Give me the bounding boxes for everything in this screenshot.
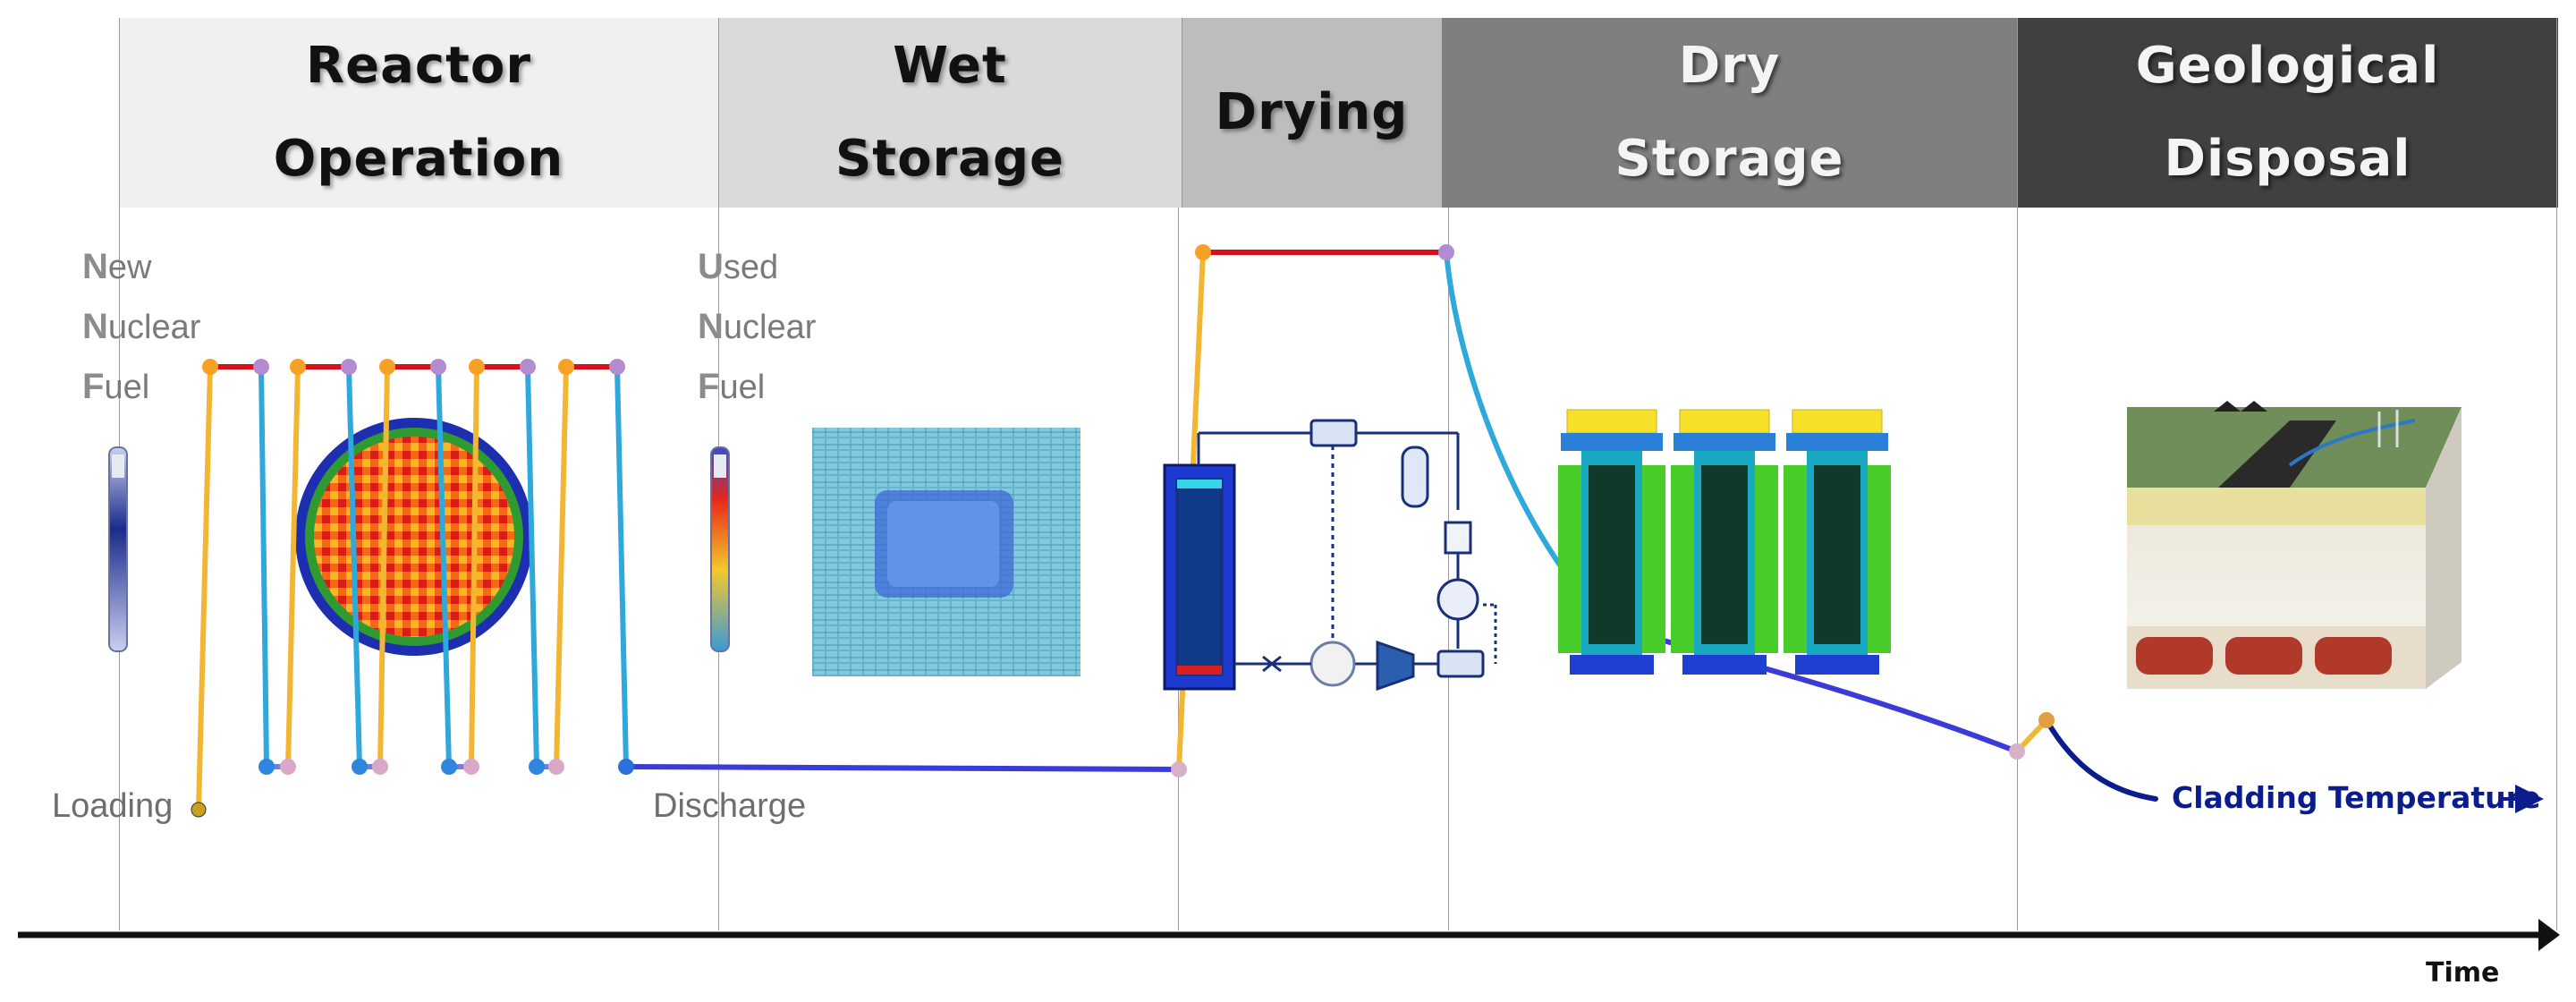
stage-header-drying: Drying: [1182, 18, 1442, 208]
stage-header-geological-disposal: Geological Disposal: [2017, 18, 2558, 208]
stage-title-line2: Storage: [835, 130, 1065, 188]
label-initial: N: [82, 307, 108, 346]
cladding-temperature-label: Cladding Temperature: [2172, 780, 2541, 815]
label-initial: N: [82, 247, 108, 286]
divider: [1448, 208, 1449, 930]
label-rest: ew: [107, 249, 152, 286]
label-rest: sed: [723, 249, 779, 286]
dry-cask-icon: [1784, 409, 1891, 675]
stage-title-line1: Geological: [2135, 37, 2440, 95]
label-rest: uel: [719, 369, 766, 406]
discharge-label: Discharge: [653, 787, 807, 825]
reactor-core-icon: [295, 418, 533, 656]
stage-title-line2: Disposal: [2164, 130, 2411, 188]
cycle-markers: [191, 244, 2055, 818]
divider: [2017, 18, 2018, 930]
stage-title-line2: Operation: [273, 130, 564, 188]
stage-title-line1: Drying: [1215, 83, 1409, 141]
label-initial: F: [82, 367, 105, 406]
label-initial: F: [698, 367, 720, 406]
new-nuclear-fuel-label: New Nuclear Fuel: [82, 237, 200, 417]
label-rest: uel: [104, 369, 150, 406]
label-initial: U: [698, 247, 724, 286]
used-nuclear-fuel-label: Used Nuclear Fuel: [698, 237, 816, 417]
time-axis-arrowhead: [2538, 919, 2560, 951]
time-axis-label: Time: [2426, 957, 2500, 989]
label-rest: uclear: [723, 309, 817, 346]
stage-title-line1: Wet: [893, 37, 1007, 95]
stage-title-line1: Reactor: [306, 37, 531, 95]
label-initial: N: [698, 307, 724, 346]
loading-label: Loading: [52, 787, 174, 825]
stage-header-dry-storage: Dry Storage: [1442, 18, 2017, 208]
stage-header-wet-storage: Wet Storage: [718, 18, 1182, 208]
fuel-rod-icon: [108, 446, 128, 652]
label-rest: uclear: [107, 309, 201, 346]
stage-header-reactor-operation: Reactor Operation: [119, 18, 718, 208]
spent-fuel-pool-icon: [812, 428, 1080, 676]
stage-title-line2: Storage: [1614, 130, 1844, 188]
stage-title-line1: Dry: [1678, 37, 1781, 95]
repository-icon: [2127, 401, 2462, 689]
fuel-rod-icon: [710, 446, 730, 652]
dry-cask-icon: [1671, 409, 1778, 675]
dry-cask-icon: [1558, 409, 1665, 675]
divider: [2556, 18, 2557, 930]
drying-system-icon: [1163, 419, 1497, 692]
